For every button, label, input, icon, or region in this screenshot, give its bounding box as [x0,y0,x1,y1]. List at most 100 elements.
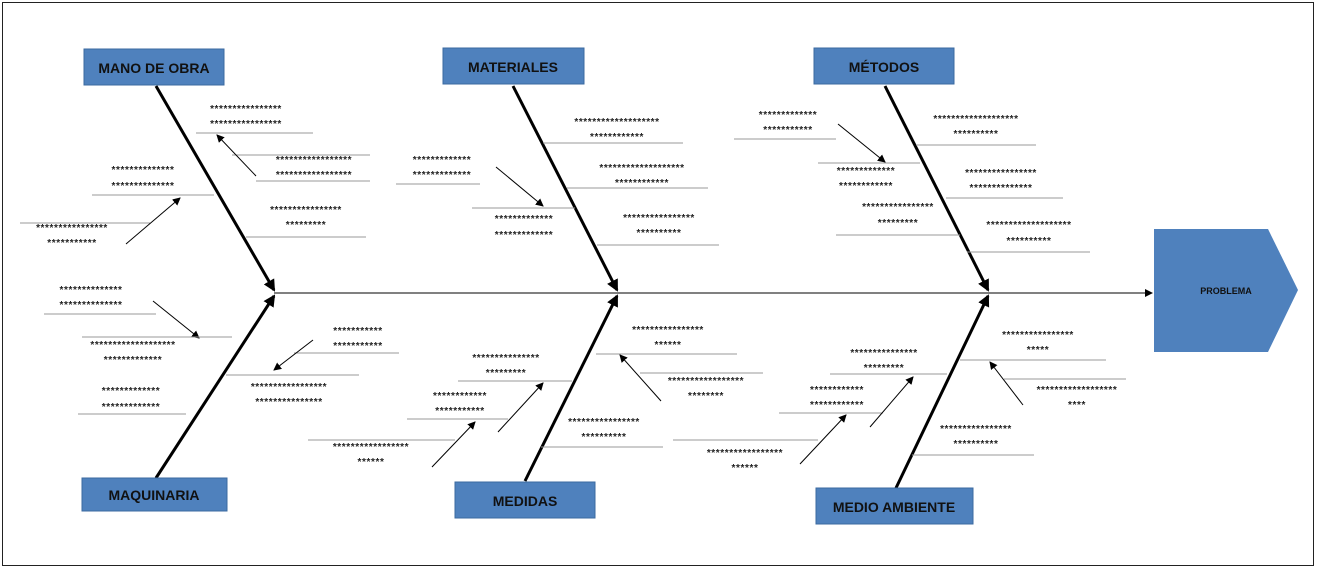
cause-text: *********** [435,406,484,417]
cause-text: *********** [333,326,382,337]
cause-text: ********** [954,129,999,140]
cause-text: ************ [615,178,669,189]
cause-medidas-4: **************** ****** [596,325,737,355]
category-medidas: MEDIDAS [454,481,596,519]
cause-text: ****** [655,340,682,351]
cause-text: ************* [102,402,160,413]
cause-metodos-6: ******************* ********** [967,220,1090,253]
cause-medidas-2: ************ *********** [407,382,544,433]
cause-text: *************** [255,397,322,408]
cause-materiales-2: ************* ************* [396,155,544,207]
cause-medidas-5: ***************** ******** [619,354,763,402]
cause-text: **************** [568,417,640,428]
cause-maquinaria-5: ************* ************* [78,386,186,415]
cause-maquinaria-4: ***************** *************** [226,374,359,408]
cause-text: ************ [810,385,864,396]
category-maquinaria: MAQUINARIA [81,477,228,512]
cause-text: ************* [495,214,553,225]
problem-label: PROBLEMA [1200,286,1252,296]
bone-mano-de-obra [154,85,276,292]
cause-mano-de-obra-5: **************** ********* [246,205,366,238]
cause-medidas-6: **************** ********** [541,417,663,448]
cause-text: ************* [837,166,895,177]
cause-text: **************** [862,202,934,213]
cause-medidas-3: ***************** ****** [308,421,476,468]
cause-text: ************* [102,386,160,397]
cause-text: ********* [286,220,326,231]
cause-text: **************** [1002,330,1074,341]
cause-text: *********** [47,238,96,249]
bone-medidas [523,294,619,482]
category-label: MEDIO AMBIENTE [833,499,955,515]
cause-text: ********** [637,228,682,239]
cause-text: ***** [1027,345,1049,356]
cause-text: ******************* [933,114,1018,125]
cause-medio-ambiente-3: ***************** ****** [673,414,847,474]
cause-text: ********* [486,368,526,379]
cause-text: ************* [413,155,471,166]
cause-text: ****** [358,457,385,468]
cause-text: ************* [759,110,817,121]
cause-text: ************** [970,183,1033,194]
cause-text: ************** [112,181,175,192]
bone-metodos [883,85,990,292]
cause-maquinaria-2: ******************* ************* [82,336,232,366]
cause-materiales-1: ******************* ************ [543,117,683,144]
cause-text: ********** [1007,236,1052,247]
cause-text: ***************** [333,442,409,453]
bone-maquinaria [154,294,276,479]
cause-text: ****** [732,463,759,474]
cause-text: **************** [940,424,1012,435]
cause-medio-ambiente-1: *************** ********* [830,348,947,375]
cause-text: **************** [632,325,704,336]
cause-medio-ambiente-2: ************ ************ [779,376,914,428]
cause-text: **************** [270,205,342,216]
cause-text: ************** [60,300,123,311]
cause-text: ******************* [599,163,684,174]
cause-metodos-2: ******************* ********** [916,114,1036,146]
cause-materiales-5: **************** ********** [597,213,719,246]
cause-text: ************ [839,181,893,192]
category-label: MEDIDAS [493,493,558,509]
cause-text: ******************* [986,220,1071,231]
cause-text: ***************** [707,448,783,459]
cause-text: **************** [623,213,695,224]
cause-text: *************** [472,353,539,364]
problem-head: PROBLEMA [1154,229,1298,352]
cause-mano-de-obra-2: ***************** ***************** [216,134,370,182]
cause-mano-de-obra-4: **************** *********** [20,197,181,249]
cause-text: ***************** [668,376,744,387]
cause-text: ********** [954,439,999,450]
category-materiales: MATERIALES [442,47,585,85]
cause-text: ********** [582,432,627,443]
cause-text: ********* [864,363,904,374]
cause-mano-de-obra-3: ************** ************** [92,165,214,196]
category-medio-ambiente: MEDIO AMBIENTE [815,487,974,525]
cause-text: *********** [333,341,382,352]
cause-text: ************* [104,355,162,366]
cause-medidas-1: *************** ********* [458,353,572,382]
cause-medio-ambiente-5: ****************** **** [989,361,1126,411]
cause-metodos-3: ************* ************ [818,162,920,192]
cause-medio-ambiente-6: **************** ********** [912,424,1034,456]
cause-text: ************** [112,165,175,176]
cause-maquinaria-3: *********** *********** [273,326,399,371]
bone-medio-ambiente [894,294,990,489]
cause-metodos-4: **************** ************** [946,168,1063,199]
cause-text: ************* [495,230,553,241]
cause-materiales-4: ************* ************* [472,207,575,241]
cause-text: **** [1068,400,1086,411]
cause-text: ***************** [251,382,327,393]
cause-medio-ambiente-4: **************** ***** [960,330,1106,361]
cause-text: **************** [36,223,108,234]
cause-text: **************** [210,119,282,130]
cause-text: ******************* [574,117,659,128]
cause-text: ************** [60,285,123,296]
cause-text: ************ [590,132,644,143]
cause-text: *************** [850,348,917,359]
cause-text: ******** [688,391,724,402]
cause-metodos-5: **************** ********* [836,202,960,236]
category-label: MATERIALES [468,59,558,75]
